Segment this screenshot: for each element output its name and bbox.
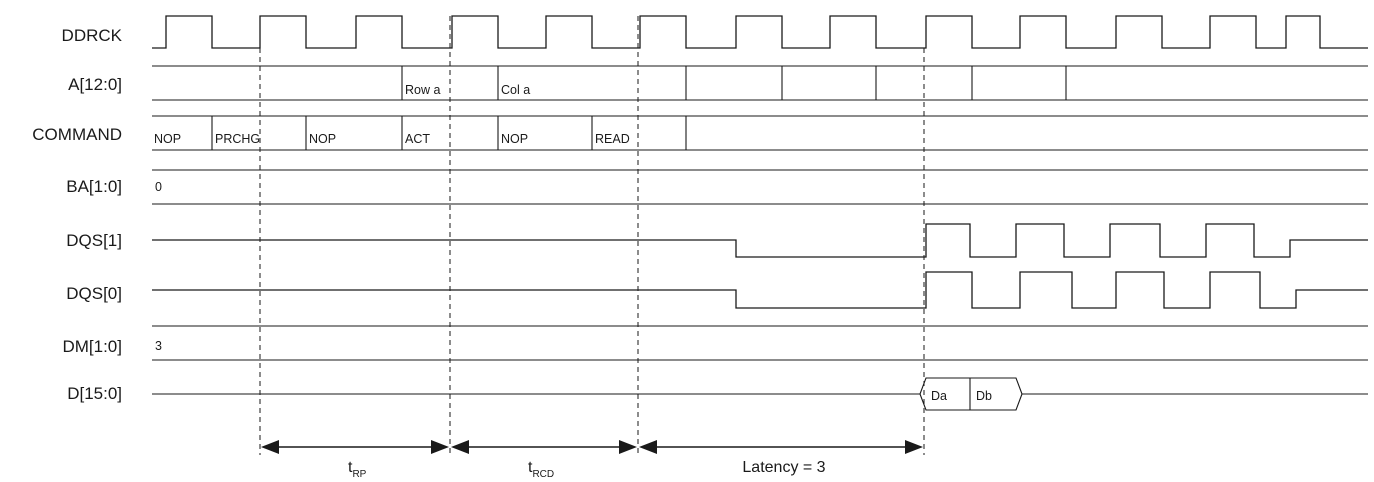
- trp-label: tRP: [348, 459, 367, 480]
- cmd-nop-1: NOP: [154, 132, 181, 146]
- cmd-nop-2: NOP: [309, 132, 336, 146]
- addr-col-value: Col a: [501, 83, 530, 97]
- addr-row-value: Row a: [405, 83, 440, 97]
- ba-bus: 0: [152, 169, 1368, 205]
- cmd-nop-3: NOP: [501, 132, 528, 146]
- dqs1-waveform: [152, 223, 1368, 258]
- ba-value: 0: [155, 180, 162, 194]
- data-bus: Da Db: [152, 377, 1368, 411]
- measurement-labels: tRP tRCD Latency = 3: [348, 459, 826, 480]
- label-data: D[15:0]: [67, 384, 122, 403]
- arrow-left-icon: [261, 440, 279, 454]
- timing-guides: [259, 16, 925, 455]
- trcd-label: tRCD: [528, 459, 554, 480]
- dm-value: 3: [155, 339, 162, 353]
- arrow-left-icon: [639, 440, 657, 454]
- data-value-b: Db: [976, 389, 992, 403]
- dqs0-waveform: [152, 271, 1368, 309]
- cmd-act: ACT: [405, 132, 430, 146]
- signal-labels: DDRCK A[12:0] COMMAND BA[1:0] DQS[1] DQS…: [32, 26, 122, 403]
- timing-dimensions: [261, 440, 923, 454]
- arrow-right-icon: [905, 440, 923, 454]
- command-bus: NOP PRCHG NOP ACT NOP READ: [152, 115, 1368, 151]
- latency-label: Latency = 3: [742, 459, 825, 476]
- arrow-left-icon: [451, 440, 469, 454]
- label-addr: A[12:0]: [68, 75, 122, 94]
- label-ddrck: DDRCK: [62, 26, 123, 45]
- arrow-right-icon: [431, 440, 449, 454]
- ddrck-waveform: [152, 15, 1368, 49]
- data-value-a: Da: [931, 389, 947, 403]
- label-ba: BA[1:0]: [66, 177, 122, 196]
- arrow-right-icon: [619, 440, 637, 454]
- label-command: COMMAND: [32, 125, 122, 144]
- cmd-prchg: PRCHG: [215, 132, 260, 146]
- label-dqs1: DQS[1]: [66, 231, 122, 250]
- addr-bus: Row a Col a: [152, 65, 1368, 101]
- cmd-read: READ: [595, 132, 630, 146]
- label-dm: DM[1:0]: [62, 337, 122, 356]
- dm-bus: 3: [152, 325, 1368, 361]
- label-dqs0: DQS[0]: [66, 284, 122, 303]
